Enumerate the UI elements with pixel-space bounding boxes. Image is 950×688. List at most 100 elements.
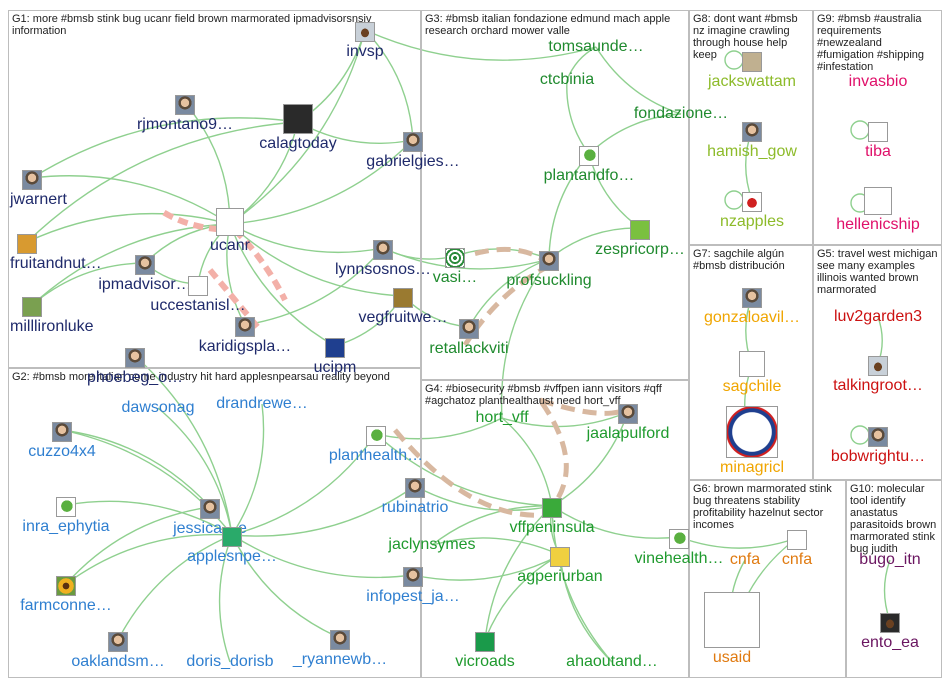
- node-label: ento_ea: [861, 634, 919, 651]
- leaf-logo-icon: [56, 497, 76, 517]
- node-label: karidigspla…: [198, 338, 292, 355]
- bug-icon: [868, 356, 888, 376]
- group-title-g10: G10: molecular tool identify anastatus p…: [850, 483, 937, 555]
- node-label: luv2garden3: [833, 308, 923, 325]
- person-icon: [235, 317, 255, 337]
- node-label: cnfa: [781, 551, 813, 568]
- edge-applesnpe-ryannewb: [231, 534, 341, 639]
- node-label: minagricl: [719, 459, 784, 476]
- group-panel-g1: G1: more #bmsb stink bug ucanr field bro…: [8, 10, 421, 368]
- node-label: jwarnert: [10, 191, 67, 208]
- node-label: rjmontano9…: [136, 116, 234, 133]
- group-title-g4: G4: #biosecurity #bmsb #vffpen iann visi…: [425, 383, 662, 407]
- person-icon: [373, 240, 393, 260]
- person-icon: [868, 427, 888, 447]
- group-title-g2: G2: #bmsb more italian come industry hit…: [12, 371, 390, 383]
- edge-ucanr-vegfruitwe: [229, 223, 404, 297]
- node-label: ucipm: [313, 359, 357, 376]
- node-label: doris_dorisb: [186, 653, 274, 670]
- group-panel-g3: G3: #bmsb italian fondazione edmund mach…: [421, 10, 689, 380]
- edge-heavy-hort-jaalapulford: [539, 397, 626, 416]
- edge-applesnpe-rubinatrio: [231, 485, 416, 537]
- spiral-logo-icon: [445, 248, 465, 268]
- ministerio-logo-icon: [726, 406, 778, 458]
- usaid-logo-icon: [704, 592, 760, 648]
- node-label: rubinatrio: [381, 499, 449, 516]
- node-label: agperiurban: [517, 568, 603, 585]
- edge-vffpeninsula-ahaoutand: [551, 505, 613, 663]
- group-title-g1: G1: more #bmsb stink bug ucanr field bro…: [12, 13, 372, 37]
- node-label: profsuckling: [506, 272, 592, 289]
- leaf-logo-icon: [579, 146, 599, 166]
- edge-jessica-cuzzo4x4: [61, 429, 211, 508]
- group-title-g6: G6: brown marmorated stink bug threatens…: [693, 483, 832, 531]
- person-icon: [403, 567, 423, 587]
- node-label: planthealth…: [328, 447, 424, 464]
- group-title-g7: G7: sagchile algún #bmsb distribución: [693, 248, 785, 272]
- logo-icon: [550, 547, 570, 567]
- node-label: invsp: [346, 43, 384, 60]
- node-label: hamish_gow: [707, 143, 797, 160]
- node-label: gabrielgies…: [366, 153, 460, 170]
- road-logo-icon: [475, 632, 495, 652]
- node-label: milllironluke: [10, 318, 94, 335]
- node-label: jaclynsymes: [388, 536, 476, 553]
- edge-karidigspla-lynnsosnos: [244, 247, 384, 326]
- edge-agperiurban-ahaoutand: [559, 554, 613, 663]
- edge-vinehealth-cnfa_b: [678, 536, 798, 549]
- node-label: hellenicship: [836, 216, 920, 233]
- group-title-g8: G8: dont want #bmsb nz imagine crawling …: [693, 13, 798, 61]
- edge-jessica-farmconne: [65, 506, 211, 585]
- node-label: bobwrightu…: [830, 448, 926, 465]
- node-label: vinehealth…: [634, 550, 724, 567]
- person-icon: [539, 251, 559, 271]
- edge-invsp-tomsaunde: [364, 29, 597, 61]
- edge-ipmadvisor-milllironluke: [31, 262, 146, 306]
- edge-tomsaunde-fondazione: [595, 46, 682, 115]
- person-icon: [108, 632, 128, 652]
- node-label: nzapples: [719, 213, 785, 230]
- node-label: inra_ephytia: [22, 518, 110, 535]
- node-label: ipmadvisor…: [98, 276, 192, 293]
- node-label: lynnsosnos…: [334, 261, 432, 278]
- photo-icon: [742, 52, 762, 72]
- ucipm-logo-icon: [325, 338, 345, 358]
- node-label: plantandfo…: [543, 167, 635, 184]
- person-icon: [618, 404, 638, 424]
- edge-applesnpe-doris_dorisb: [218, 534, 233, 663]
- person-icon: [459, 319, 479, 339]
- group-title-g3: G3: #bmsb italian fondazione edmund mach…: [425, 13, 671, 37]
- group-title-g5: G5: travel west michigan see many exampl…: [817, 248, 938, 296]
- node-label: uccestanisl…: [150, 297, 246, 314]
- node-label: jaalapulford: [586, 425, 670, 442]
- node-label: cuzzo4x4: [28, 443, 96, 460]
- group-panel-g9: G9: #bmsb #australia requirements #newze…: [813, 10, 942, 245]
- person-icon: [742, 288, 762, 308]
- node-label: phoebeg_o…: [86, 369, 184, 386]
- edge-applesnpe-drandrewe: [231, 403, 265, 536]
- ucanr-logo-icon: [216, 208, 244, 236]
- citrus-logo-icon: [283, 104, 313, 134]
- edge-ucanr-gabrielgies: [229, 139, 414, 225]
- edge-applesnpe-oaklandsm: [117, 534, 233, 641]
- edge-tomsaunde-ctcbinia: [566, 46, 597, 81]
- node-label: invasbio: [848, 73, 908, 90]
- edge-red-ipmadvisor-karidigspla: [207, 268, 263, 332]
- node-label: ucanr: [209, 237, 251, 254]
- node-label: vegfruitwe…: [358, 309, 448, 326]
- node-label: infopest_ja…: [366, 588, 460, 605]
- edge-agperiurban-vicroads: [484, 554, 561, 641]
- edge-applesnpe-phoebeg: [134, 355, 233, 536]
- node-label: _ryannewb…: [292, 651, 388, 668]
- field-icon: [22, 297, 42, 317]
- node-label: cnfa: [729, 551, 761, 568]
- node-label: vicroads: [455, 653, 515, 670]
- person-icon: [403, 132, 423, 152]
- person-icon: [135, 255, 155, 275]
- node-label: gonzaloavil…: [703, 309, 801, 326]
- edge-calagtoday-jwarnert: [31, 117, 299, 179]
- edge-agperiurban-jaclynsymes: [431, 537, 561, 556]
- flower-icon: [56, 576, 76, 596]
- produce-icon: [393, 288, 413, 308]
